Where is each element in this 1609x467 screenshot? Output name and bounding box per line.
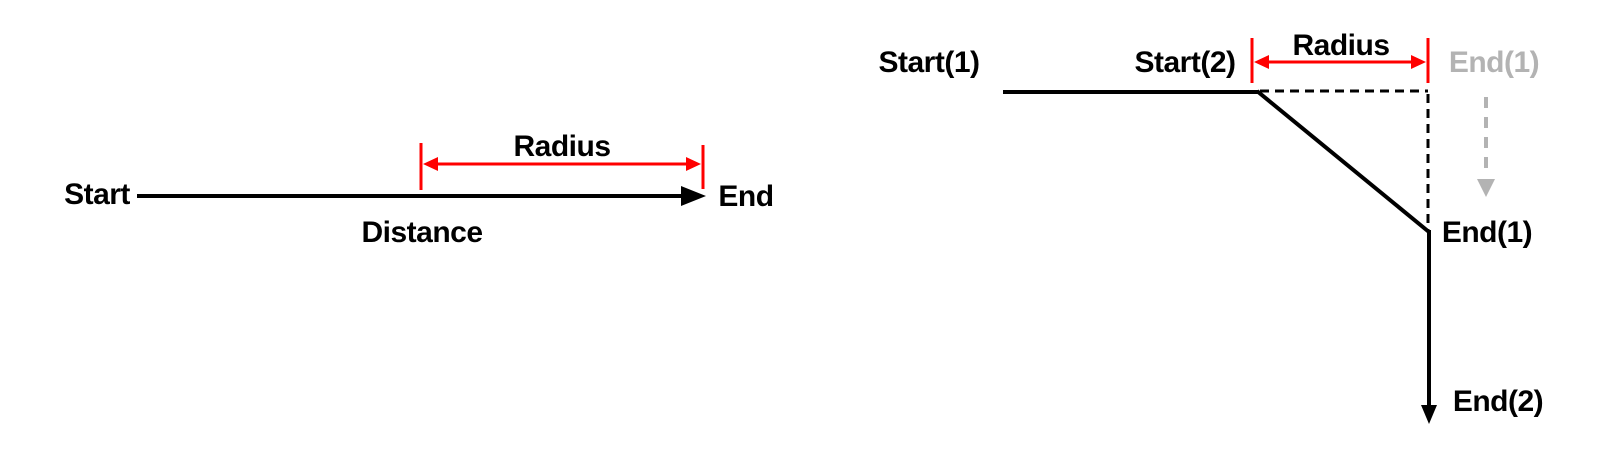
radius2-arrowhead-right-icon	[1411, 55, 1426, 69]
start2-label: Start(2)	[1134, 46, 1236, 79]
path-diagonal-segment	[1255, 89, 1431, 234]
radius-arrowhead-right-icon	[686, 157, 701, 171]
radius-arrowhead-left-icon	[423, 157, 438, 171]
radius2-arrowhead-left-icon	[1254, 55, 1269, 69]
path-arrowhead-down-icon	[1421, 405, 1437, 424]
end2-label: End(2)	[1452, 385, 1544, 418]
ghost-end-arrowhead-down-icon	[1477, 179, 1495, 197]
radius2-label: Radius	[1292, 29, 1390, 62]
end1-ghost-label: End(1)	[1448, 46, 1540, 79]
end1-label: End(1)	[1441, 216, 1533, 249]
radius-label: Radius	[513, 130, 611, 163]
distance-arrowhead-right-icon	[681, 186, 706, 206]
start-label: Start	[64, 178, 130, 211]
end-label: End	[718, 180, 774, 213]
distance-label: Distance	[361, 216, 483, 249]
start1-label: Start(1)	[878, 46, 980, 79]
